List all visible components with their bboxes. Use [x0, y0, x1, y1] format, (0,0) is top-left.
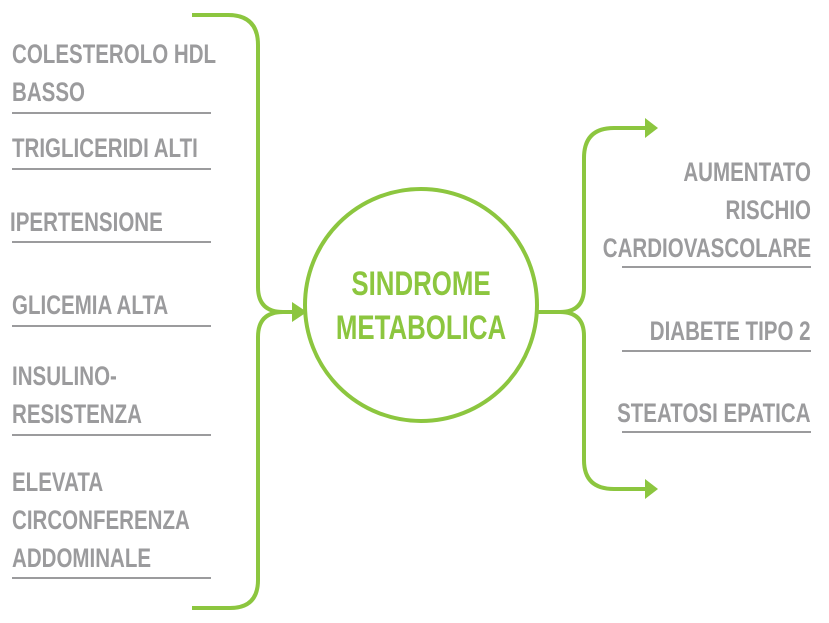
- arrow-right-icon: [292, 302, 307, 322]
- label-line: DIABETE TIPO 2: [650, 316, 811, 346]
- label-line: BASSO: [12, 77, 85, 107]
- label-line: AUMENTATO: [683, 157, 811, 187]
- label-line: IPERTENSIONE: [10, 207, 163, 237]
- label-line: ADDOMINALE: [12, 543, 152, 573]
- label-line: INSULINO-: [12, 361, 117, 391]
- arrow-right-icon: [645, 479, 658, 499]
- label-line: CARDIOVASCOLARE: [602, 233, 811, 263]
- consequence-label: DIABETE TIPO 2: [650, 312, 811, 350]
- center-title-line: METABOLICA: [335, 309, 507, 347]
- cause-label: INSULINO- RESISTENZA: [12, 357, 142, 433]
- label-line: CIRCONFERENZA: [12, 505, 190, 535]
- consequence-label: STEATOSI EPATICA: [618, 394, 811, 432]
- label-line: COLESTEROLO HDL: [12, 39, 217, 69]
- arrow-right-icon: [645, 118, 658, 138]
- center-circle: [303, 187, 539, 423]
- label-line: RISCHIO: [725, 195, 811, 225]
- center-title: SINDROME METABOLICA: [333, 262, 509, 350]
- cause-label: IPERTENSIONE: [10, 203, 163, 241]
- label-line: TRIGLICERIDI ALTI: [12, 133, 198, 163]
- label-line: GLICEMIA ALTA: [12, 290, 169, 320]
- cause-label: GLICEMIA ALTA: [12, 286, 168, 324]
- label-line: STEATOSI EPATICA: [617, 398, 811, 428]
- cause-label: COLESTEROLO HDL BASSO: [12, 35, 216, 111]
- right-bracket-bottom: [559, 310, 645, 491]
- left-bracket-top: [192, 13, 298, 314]
- cause-label: TRIGLICERIDI ALTI: [12, 129, 198, 167]
- left-bracket-bottom: [192, 310, 284, 610]
- label-line: RESISTENZA: [12, 399, 142, 429]
- consequence-label: AUMENTATO RISCHIO CARDIOVASCOLARE: [603, 153, 811, 267]
- label-line: ELEVATA: [12, 467, 104, 497]
- right-bracket-top: [537, 126, 645, 314]
- cause-label: ELEVATA CIRCONFERENZA ADDOMINALE: [12, 463, 190, 577]
- center-title-line: SINDROME: [351, 265, 491, 303]
